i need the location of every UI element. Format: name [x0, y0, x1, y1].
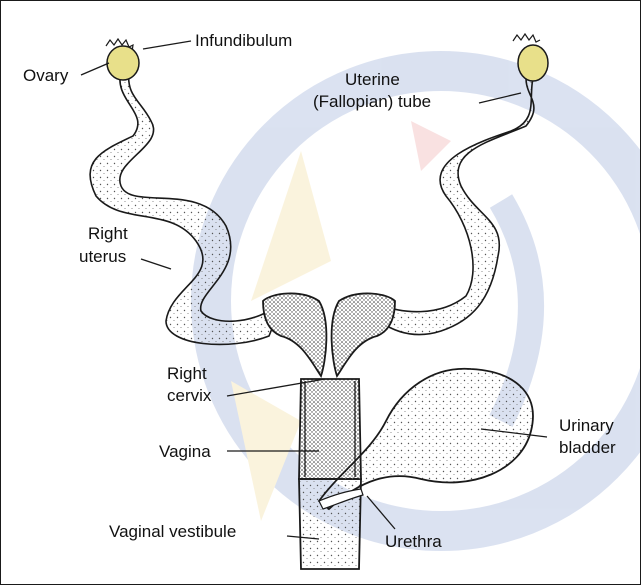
label-urethra: Urethra [385, 532, 442, 551]
label-ovary: Ovary [23, 66, 69, 85]
label-uterine-line2: (Fallopian) tube [313, 92, 431, 111]
label-uterine-line1: Uterine [345, 70, 400, 89]
left-ovary [106, 39, 139, 80]
label-infundibulum: Infundibulum [195, 31, 292, 50]
label-right-cervix-line1: Right [167, 364, 207, 383]
label-vaginal-vestibule: Vaginal vestibule [109, 522, 236, 541]
right-cervix-body [332, 293, 395, 376]
label-urinary-line1: Urinary [559, 416, 614, 435]
label-urinary-line2: bladder [559, 438, 616, 457]
left-uterine-horn [90, 71, 283, 344]
label-right-uterus-line1: Right [88, 224, 128, 243]
left-cervix-body [263, 293, 326, 376]
label-right-cervix-line2: cervix [167, 386, 212, 405]
label-vagina: Vagina [159, 442, 211, 461]
label-right-uterus-line2: uterus [79, 247, 126, 266]
